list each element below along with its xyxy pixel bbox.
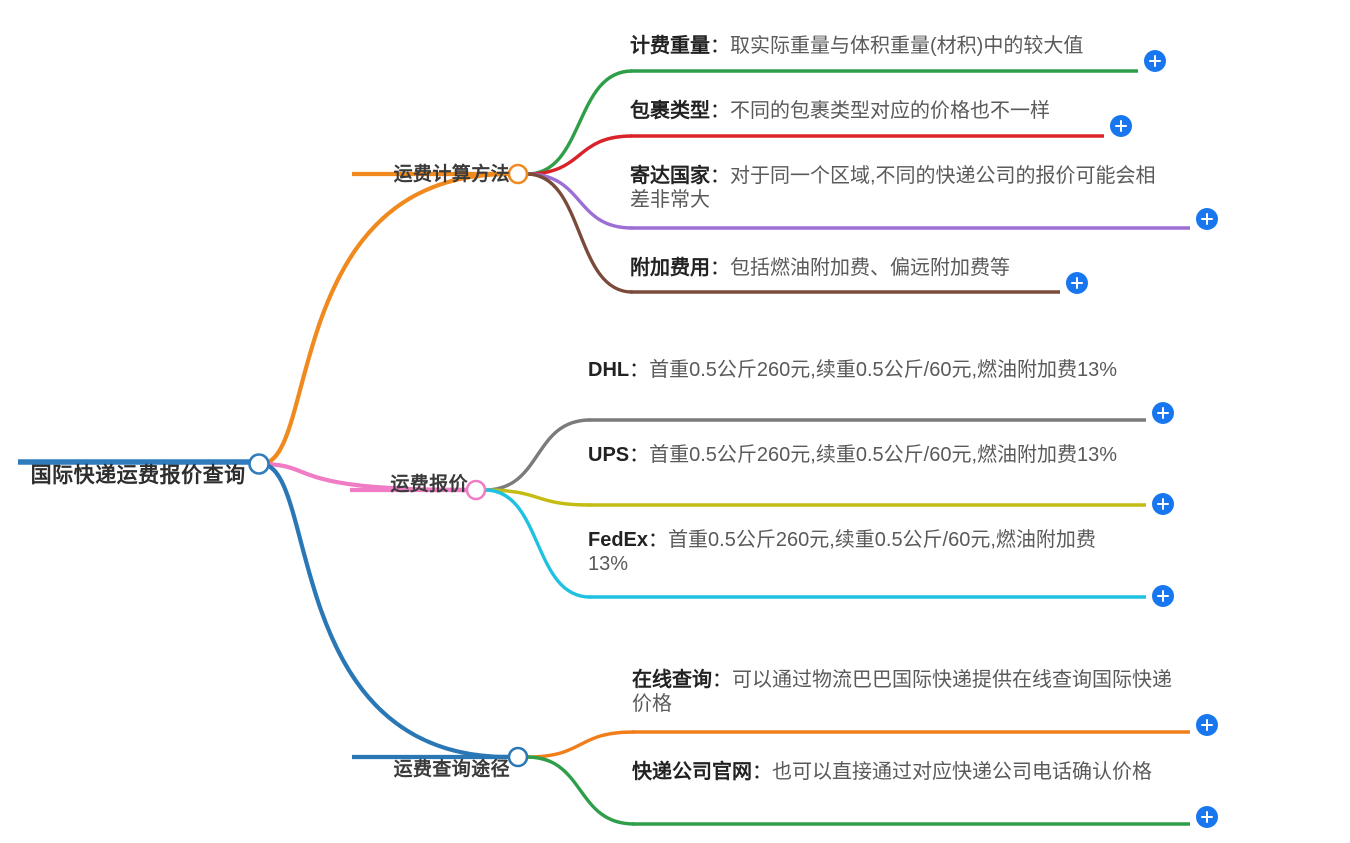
leaf-node-1-2-separator: ： <box>648 529 669 551</box>
connector-root-to-branch-0 <box>258 171 511 467</box>
leaf-node-1-0-separator: ： <box>629 359 650 381</box>
branch-hub-2[interactable] <box>507 746 529 768</box>
expand-button-1-2[interactable] <box>1152 585 1174 607</box>
root-node[interactable]: 国际快递运费报价查询 <box>18 437 246 491</box>
expand-button-0-3[interactable] <box>1066 272 1088 294</box>
expand-button-2-0[interactable] <box>1196 714 1218 736</box>
connector-branch-0-leaf-0 <box>525 69 634 176</box>
leaf-node-0-3-separator: ： <box>710 257 730 279</box>
branch-node-2[interactable]: 运费查询途径 <box>355 735 510 784</box>
leaf-node-2-0-desc: 可以通过物流巴巴国际快递提供在线查询国际快递价格 <box>632 669 1172 716</box>
connector-branch-0-leaf-2 <box>525 172 634 230</box>
leaf-node-0-0-separator: ： <box>710 35 730 57</box>
leaf-node-0-0[interactable]: 计费重量：取实际重量与体积重量(材积)中的较大值 <box>630 34 1150 61</box>
branch-hub-0[interactable] <box>507 163 529 185</box>
expand-button-0-1[interactable] <box>1110 115 1132 137</box>
connector-root-to-branch-2 <box>258 461 511 760</box>
leaf-node-1-1-separator: ： <box>629 444 650 466</box>
leaf-node-0-1-separator: ： <box>710 100 730 122</box>
leaf-node-0-0-desc: 取实际重量与体积重量(材积)中的较大值 <box>730 35 1084 57</box>
leaf-node-0-3[interactable]: 附加费用：包括燃油附加费、偏远附加费等 <box>630 256 1055 283</box>
leaf-node-2-1-separator: ： <box>752 761 772 783</box>
leaf-node-2-0-title: 在线查询 <box>632 669 712 691</box>
leaf-node-1-2-desc: 首重0.5公斤260元,续重0.5公斤/60元,燃油附加费13% <box>588 529 1096 576</box>
leaf-node-0-3-desc: 包括燃油附加费、偏远附加费等 <box>730 257 1010 279</box>
branch-node-1-label: 运费报价 <box>390 474 468 496</box>
branch-node-2-label: 运费查询途径 <box>393 759 510 781</box>
expand-button-0-2[interactable] <box>1196 208 1218 230</box>
leaf-node-2-1-title: 快递公司官网 <box>632 761 752 783</box>
root-node-label: 国际快递运费报价查询 <box>30 463 246 487</box>
connector-branch-0-leaf-1 <box>525 134 634 176</box>
leaf-node-2-1[interactable]: 快递公司官网：也可以直接通过对应快递公司电话确认价格 <box>632 760 1182 787</box>
branch-node-1[interactable]: 运费报价 <box>355 450 468 499</box>
leaf-node-1-0-title: DHL <box>588 359 630 381</box>
leaf-node-1-0-desc: 首重0.5公斤260元,续重0.5公斤/60元,燃油附加费13% <box>649 359 1118 381</box>
leaf-node-0-3-title: 附加费用 <box>630 257 710 279</box>
leaf-node-0-2-desc: 对于同一个区域,不同的快递公司的报价可能会相差非常大 <box>630 165 1156 212</box>
expand-button-1-0[interactable] <box>1152 402 1174 424</box>
expand-button-0-0[interactable] <box>1144 50 1166 72</box>
leaf-node-2-1-desc: 也可以直接通过对应快递公司电话确认价格 <box>772 761 1152 783</box>
leaf-node-0-0-title: 计费重量 <box>630 35 710 57</box>
leaf-node-0-2[interactable]: 寄达国家：对于同一个区域,不同的快递公司的报价可能会相差非常大 <box>630 164 1175 216</box>
leaf-node-0-1[interactable]: 包裹类型：不同的包裹类型对应的价格也不一样 <box>630 99 1115 126</box>
connector-branch-2-leaf-1 <box>525 755 636 826</box>
leaf-node-0-2-separator: ： <box>710 165 730 187</box>
leaf-node-1-2[interactable]: FedEx：首重0.5公斤260元,续重0.5公斤/60元,燃油附加费13% <box>588 528 1133 580</box>
expand-button-1-1[interactable] <box>1152 493 1174 515</box>
branch-node-0-label: 运费计算方法 <box>393 164 510 186</box>
connector-branch-0-leaf-3 <box>525 172 634 294</box>
root-hub[interactable] <box>248 453 270 475</box>
connector-branch-1-leaf-2 <box>483 488 592 599</box>
expand-button-2-1[interactable] <box>1196 806 1218 828</box>
leaf-node-2-0[interactable]: 在线查询：可以通过物流巴巴国际快递提供在线查询国际快递价格 <box>632 668 1182 720</box>
leaf-node-1-0[interactable]: DHL：首重0.5公斤260元,续重0.5公斤/60元,燃油附加费13% <box>588 358 1133 385</box>
leaf-node-0-2-title: 寄达国家 <box>630 165 710 187</box>
leaf-node-0-1-desc: 不同的包裹类型对应的价格也不一样 <box>730 100 1050 122</box>
connector-branch-1-leaf-1 <box>483 488 592 507</box>
branch-hub-1[interactable] <box>465 479 487 501</box>
branch-node-0[interactable]: 运费计算方法 <box>355 140 510 189</box>
leaf-node-1-1-desc: 首重0.5公斤260元,续重0.5公斤/60元,燃油附加费13% <box>649 444 1118 466</box>
leaf-node-2-0-separator: ： <box>712 669 732 691</box>
connector-branch-1-leaf-0 <box>483 418 592 492</box>
leaf-node-0-1-title: 包裹类型 <box>630 100 710 122</box>
leaf-node-1-1-title: UPS <box>588 444 630 466</box>
leaf-node-1-2-title: FedEx <box>588 529 649 551</box>
connector-branch-2-leaf-0 <box>525 730 636 759</box>
leaf-node-1-1[interactable]: UPS：首重0.5公斤260元,续重0.5公斤/60元,燃油附加费13% <box>588 443 1133 470</box>
